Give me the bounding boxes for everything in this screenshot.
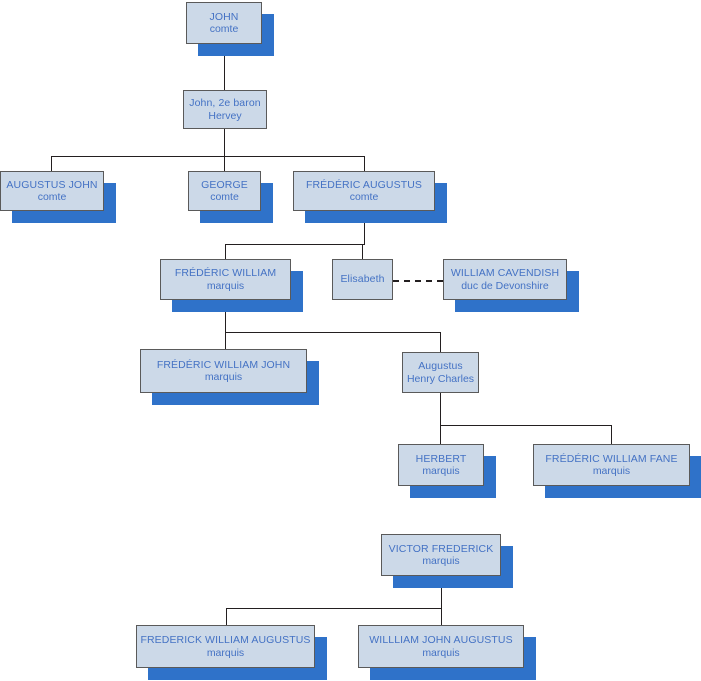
node-title: duc de Devonshire [461,279,549,292]
connector-fredaugustus-stem [364,211,365,244]
connector-row5-bus [440,425,612,426]
node-name: VICTOR FREDERICK [388,542,494,555]
node-title: marquis [592,465,631,477]
marriage-link-elisabeth-cavendish [393,280,443,282]
node-name: WILLIAM CAVENDISH [450,267,560,280]
connector-bus-to-frederickwa [226,608,227,625]
connector-john-to-john2e [224,44,225,90]
connector-bus-to-augustushc [440,332,441,352]
connector-bus-to-elisabeth [362,244,363,259]
node-title: comte [210,191,239,203]
connector-bus-to-fredwmjohn [225,332,226,349]
connector-bus-to-fredwmfane [611,425,612,444]
connector-bus-to-herbert [440,425,441,444]
node-title: Henry Charles [406,372,475,385]
connector-john2e-stem [224,129,225,156]
connector-bus-to-fredaugustus [364,156,365,171]
connector-row4-bus [225,332,441,333]
node-elisabeth[interactable]: Elisabeth [332,259,393,300]
node-name: FRÉDÉRIC AUGUSTUS [305,178,423,191]
node-title: marquis [422,465,460,477]
connector-row7-bus [226,608,442,609]
node-title: marquis [422,646,460,659]
node-title: comte [37,191,67,203]
node-name: AUGUSTUS JOHN [6,178,98,191]
connector-bus-to-augustusjohn [51,156,52,171]
connector-bus-to-george [224,156,225,171]
connector-fredwilliam-stem [225,300,226,332]
connector-bus-to-willliamja [441,608,442,625]
node-name: Elisabeth [340,273,385,286]
connector-row2-bus [51,156,364,157]
node-title: marquis [422,555,460,567]
node-title: Hervey [208,109,242,122]
node-name: JOHN [209,10,239,23]
node-title: marquis [206,646,245,659]
connector-bus-to-fredwilliam [225,244,226,259]
node-name: Augustus [418,360,463,373]
node-name: FRÉDÉRIC WILLIAM [174,267,277,280]
node-name: HERBERT [415,452,467,465]
node-name: FREDERICK WILLIAM AUGUSTUS [140,634,311,647]
connector-augustushc-stem [440,393,441,425]
node-title: comte [349,191,379,203]
connector-row3-bus [225,244,365,245]
node-name: WILLLIAM JOHN AUGUSTUS [369,634,513,647]
node-title: marquis [206,279,245,292]
node-name: GEORGE [201,178,248,191]
node-name: FRÉDÉRIC WILLIAM FANE [545,452,678,465]
node-title: marquis [204,371,243,383]
node-name: FRÉDÉRIC WILLIAM JOHN [156,358,291,371]
node-name: John, 2e baron [189,97,261,110]
connector-victorfred-stem [441,576,442,608]
node-title: comte [209,23,239,35]
